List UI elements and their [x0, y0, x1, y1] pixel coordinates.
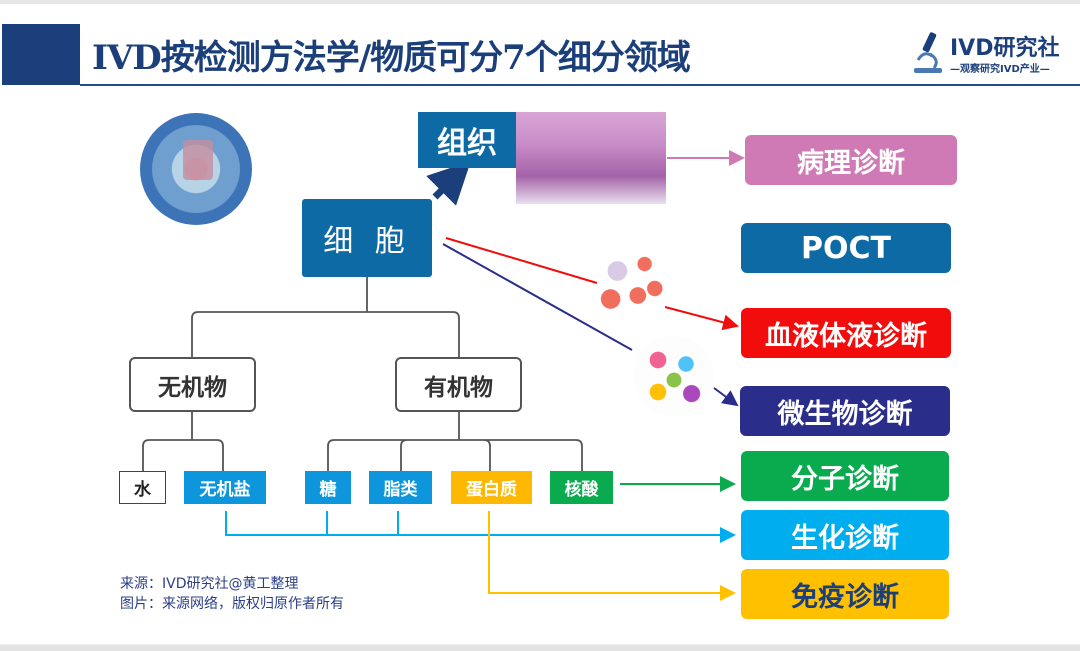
cell-to-microbe-arrow-a — [442, 243, 633, 351]
cell-to-blood-arrow-a — [445, 237, 598, 284]
logo-tagline: —观察研究IVD产业— — [950, 64, 1050, 75]
credit-source: 来源：IVD研究社@黄工整理 — [120, 576, 299, 592]
dx-pathology: 病理诊断 — [745, 135, 957, 185]
tissue-node: 组织 — [418, 112, 516, 168]
tissue-micrograph — [516, 112, 666, 204]
inorganic-node: 无机物 — [129, 357, 256, 412]
dx-biochemistry: 生化诊断 — [741, 510, 949, 560]
credit-images: 图片：来源网络，版权归原作者所有 — [120, 596, 344, 612]
page-title: IVD按检测方法学/物质可分7个细分领域 — [92, 38, 691, 78]
cell-to-blood-arrow-b — [664, 306, 739, 331]
dx-microbiology: 微生物诊断 — [740, 386, 950, 436]
dx-molecular: 分子诊断 — [741, 451, 949, 501]
inorg-to-leaves — [142, 412, 224, 471]
leaf-nucleic-acid: 核酸 — [550, 471, 613, 504]
leaf-lipid: 脂类 — [369, 471, 432, 504]
leaf-inorganic-salt: 无机盐 — [184, 471, 266, 504]
leaf-water: 水 — [119, 471, 166, 504]
leaf-protein: 蛋白质 — [451, 471, 532, 504]
window-bottom-edge — [0, 645, 1080, 651]
cell-to-microbe-arrow-b — [713, 387, 739, 407]
microbes-illustration — [634, 336, 714, 416]
brand-logo: IVD研究社 —观察研究IVD产业— — [910, 30, 1075, 80]
dx-immunology: 免疫诊断 — [741, 569, 949, 619]
branch-bar — [191, 311, 460, 357]
leaf-sugar: 糖 — [305, 471, 351, 504]
organic-node: 有机物 — [395, 357, 522, 412]
blood-cells-illustration — [597, 243, 665, 313]
logo-text: IVD研究社 — [950, 36, 1060, 61]
credits: 来源：IVD研究社@黄工整理 图片：来源网络，版权归原作者所有 — [120, 574, 344, 614]
dx-poct: POCT — [741, 223, 951, 273]
cell-nucleus-detail — [183, 140, 213, 180]
org-to-leaves — [327, 412, 583, 471]
cell-node: 细 胞 — [302, 199, 432, 277]
title-accent-block — [2, 24, 80, 85]
biochem-connector — [225, 511, 734, 536]
title-underline — [80, 84, 1080, 86]
immune-connector — [488, 511, 700, 594]
dx-blood-body-fluid: 血液体液诊断 — [741, 308, 951, 358]
microscope-icon — [914, 32, 942, 73]
cell-to-tissue-arrow — [426, 161, 471, 206]
window-top-edge — [0, 0, 1080, 4]
